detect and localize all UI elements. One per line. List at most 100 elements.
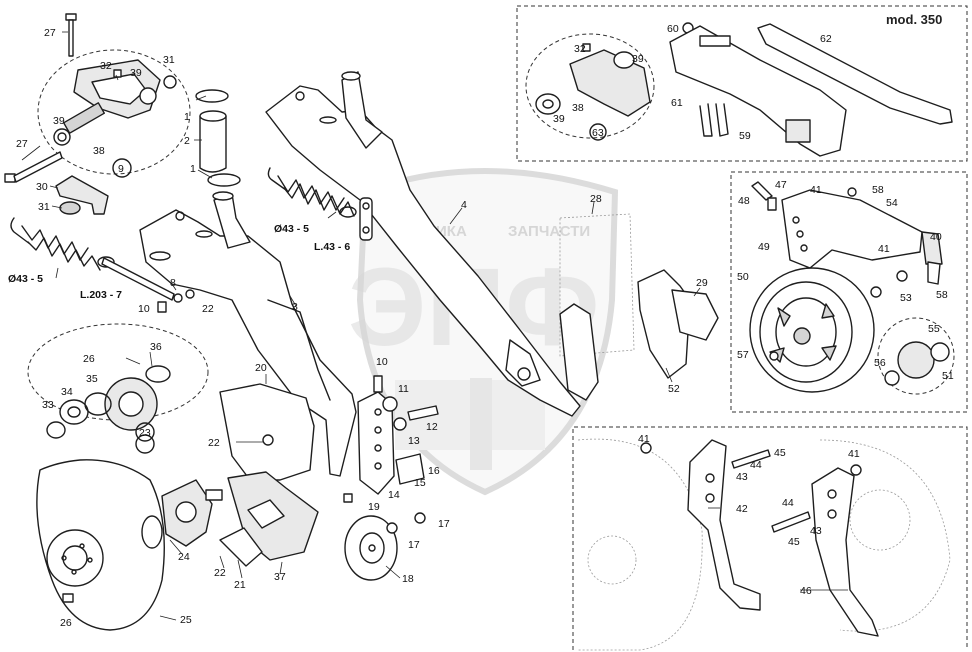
callout-60: 60	[667, 23, 679, 35]
hub-assembly-9: 9	[37, 13, 191, 178]
callout-41-wheel-top: 41	[810, 184, 822, 196]
leader-lines	[21, 31, 848, 621]
callout-27-top: 27	[44, 27, 56, 39]
adjuster-bracket	[357, 375, 439, 495]
callout-14: 14	[388, 489, 400, 501]
callout-41-scraper-left: 41	[638, 433, 650, 445]
callout-48: 48	[738, 195, 750, 207]
callout-10-right: 10	[376, 356, 388, 368]
callout-1-bottom: 1	[190, 163, 196, 175]
callout-8: 8	[170, 277, 176, 289]
callout-57: 57	[737, 349, 749, 361]
callout-13: 13	[408, 435, 420, 447]
callout-9: 9	[118, 163, 124, 175]
callout-44-bottom: 44	[782, 497, 794, 509]
arm-4	[265, 71, 581, 417]
callout-44-top: 44	[750, 459, 762, 471]
mod-350-group-box	[516, 5, 968, 162]
callout-58-top: 58	[872, 184, 884, 196]
callout-40: 40	[930, 231, 942, 243]
callout-42: 42	[736, 503, 748, 515]
callout-20: 20	[255, 362, 267, 374]
bolt-and-bracket-group	[4, 151, 109, 215]
callout-46: 46	[800, 585, 812, 597]
callout-62: 62	[820, 33, 832, 45]
callout-29: 29	[696, 277, 708, 289]
callout-19: 19	[368, 501, 380, 513]
press-wheel-18	[343, 493, 426, 581]
callout-49: 49	[758, 241, 770, 253]
scraper-arm-group	[577, 438, 951, 651]
callout-30: 30	[36, 181, 48, 193]
callout-53: 53	[900, 292, 912, 304]
callout-24: 24	[178, 551, 190, 563]
callout-4: 4	[461, 199, 467, 211]
scraper-blade	[219, 383, 319, 567]
callout-23: 23	[139, 427, 151, 439]
callout-spring-left: Ø43 - 5	[8, 273, 43, 285]
rod-7	[101, 257, 175, 301]
model-label: mod. 350	[886, 12, 942, 27]
callout-54: 54	[886, 197, 898, 209]
gauge-wheel-group	[749, 181, 955, 395]
callout-32-top: 32	[100, 60, 112, 72]
bushing-group	[195, 89, 241, 187]
callout-L43-6: L.43 - 6	[314, 241, 350, 253]
callout-36: 36	[150, 341, 162, 353]
scraper-bracket	[559, 213, 719, 401]
callout-34: 34	[61, 386, 73, 398]
callout-3: 3	[292, 301, 298, 313]
spring-left	[10, 217, 115, 271]
callout-22-mid: 22	[208, 437, 220, 449]
callout-39-top: 39	[130, 67, 142, 79]
callout-17-right: 17	[438, 518, 450, 530]
callout-28: 28	[590, 193, 602, 205]
callout-39-mod-top: 39	[632, 53, 644, 65]
callout-39-mod-bottom: 39	[553, 113, 565, 125]
callout-55: 55	[928, 323, 940, 335]
callout-43-right: 43	[810, 525, 822, 537]
callout-16: 16	[428, 465, 440, 477]
callout-61: 61	[671, 97, 683, 109]
callout-32-mod: 32	[574, 43, 586, 55]
callout-63: 63	[592, 127, 604, 139]
callout-17-left: 17	[408, 539, 420, 551]
callout-56: 56	[874, 357, 886, 369]
callout-26-bottom: 26	[60, 617, 72, 629]
callout-25: 25	[180, 614, 192, 626]
callout-35: 35	[86, 373, 98, 385]
callout-15: 15	[414, 477, 426, 489]
callout-45-bottom: 45	[788, 536, 800, 548]
callout-26-top: 26	[83, 353, 95, 365]
callout-31-top: 31	[163, 54, 175, 66]
arm-3	[139, 191, 357, 477]
callout-10-left: 10	[138, 303, 150, 315]
spring-right	[267, 167, 357, 218]
callout-31-mid: 31	[38, 201, 50, 213]
callout-47: 47	[775, 179, 787, 191]
callout-45-top: 45	[774, 447, 786, 459]
callout-41-wheel-mid: 41	[878, 243, 890, 255]
callout-1-top: 1	[184, 111, 190, 123]
callout-41-scraper-right: 41	[848, 448, 860, 460]
callout-58-bottom: 58	[936, 289, 948, 301]
callout-27-mid: 27	[16, 138, 28, 150]
callout-12: 12	[426, 421, 438, 433]
callout-rod-7: L.203 - 7	[80, 289, 122, 301]
callout-22-left: 22	[202, 303, 214, 315]
callout-59: 59	[739, 130, 751, 142]
callout-labels: 27 31 32 39 39 38 27 30 31 Ø43 - 5 L.203…	[8, 23, 954, 629]
callout-38-mod: 38	[572, 102, 584, 114]
callout-2: 2	[184, 135, 190, 147]
callout-11: 11	[398, 383, 409, 395]
scraper-group-box	[572, 426, 968, 650]
watermark-text-2: ЗАПЧАСТИ	[508, 223, 590, 240]
callout-51: 51	[942, 370, 954, 382]
callout-52: 52	[668, 383, 680, 395]
callout-22-bottom: 22	[214, 567, 226, 579]
callout-spring-right: Ø43 - 5	[274, 223, 309, 235]
callout-21: 21	[234, 579, 246, 591]
callout-43-left: 43	[736, 471, 748, 483]
callout-33: 33	[42, 399, 54, 411]
